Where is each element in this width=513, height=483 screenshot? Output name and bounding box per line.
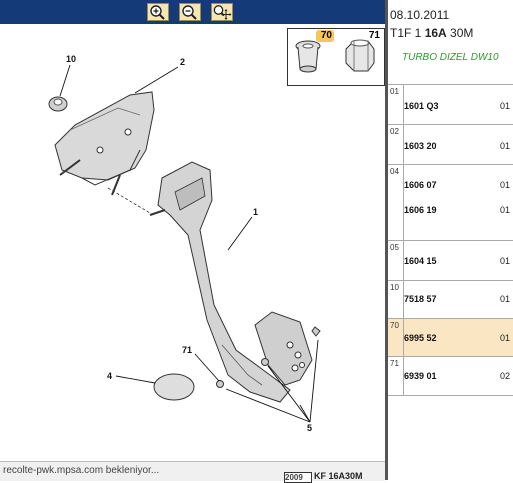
parts-row-02[interactable]: 02 1603 20 01 xyxy=(388,124,513,164)
pedal-lever xyxy=(149,161,291,403)
zoom-out-button[interactable] xyxy=(179,3,201,21)
parts-row-70[interactable]: 70 6995 52 01 xyxy=(388,318,513,356)
vehicle-code-prefix: T1F 1 xyxy=(390,26,425,40)
ref-number: 04 xyxy=(390,167,399,176)
vehicle-code: T1F 1 16A 30M xyxy=(390,26,473,40)
ref-number: 05 xyxy=(390,243,399,252)
part-qty: 01 xyxy=(500,333,511,343)
engine-label: TURBO DIZEL DW10 xyxy=(402,52,499,63)
thumbnail-number: 70 xyxy=(320,30,332,41)
part-qty: 01 xyxy=(500,205,511,215)
zoom-in-icon xyxy=(150,5,165,20)
bump-stop xyxy=(48,96,68,112)
part-qty: 01 xyxy=(500,180,511,190)
status-ref-right: KF 16A30M xyxy=(314,471,363,481)
part-number: 1604 15 xyxy=(404,256,437,266)
parts-list-panel: 08.10.2011 T1F 1 16A 30M TURBO DIZEL DW1… xyxy=(388,0,513,480)
part-qty: 01 xyxy=(500,256,511,266)
callout-4: 4 xyxy=(107,371,112,381)
part-number: 1603 20 xyxy=(404,141,437,151)
vehicle-code-suffix: 30M xyxy=(446,26,474,40)
thumbnail-number: 71 xyxy=(368,30,380,41)
part-qty: 01 xyxy=(500,141,511,151)
callout-5: 5 xyxy=(307,423,312,433)
ref-number: 70 xyxy=(390,321,399,330)
ref-number: 01 xyxy=(390,87,399,96)
thumbnail-70[interactable]: 70 xyxy=(288,29,336,85)
fastener-nuts xyxy=(216,326,321,388)
status-text: recolte-pwk.mpsa.com bekleniyor... xyxy=(3,465,160,476)
zoom-move-icon xyxy=(213,5,232,20)
pedal-pad-cover xyxy=(153,373,195,401)
callout-2: 2 xyxy=(180,57,185,67)
diagram-toolbar xyxy=(0,0,385,24)
part-number: 7518 57 xyxy=(404,294,437,304)
callout-71: 71 xyxy=(182,345,192,355)
part-number: 6939 01 xyxy=(404,371,437,381)
parts-row-10[interactable]: 10 7518 57 01 xyxy=(388,280,513,318)
rivet-nut-icon xyxy=(295,30,334,73)
fastener-thumbnails: 70 71 xyxy=(287,28,385,86)
catalog-date: 08.10.2011 xyxy=(390,8,450,22)
parts-row-04[interactable]: 04 1606 07 01 1606 19 01 xyxy=(388,164,513,240)
status-ref-left: 2009 xyxy=(284,472,312,483)
status-bar: recolte-pwk.mpsa.com bekleniyor... 2009 … xyxy=(0,461,385,483)
part-qty: 01 xyxy=(500,101,511,111)
callout-1: 1 xyxy=(253,207,258,217)
callout-leaders xyxy=(59,64,319,423)
part-number: 1601 Q3 xyxy=(404,101,439,111)
part-qty: 01 xyxy=(500,294,511,304)
parts-row-71[interactable]: 71 6939 01 02 xyxy=(388,356,513,396)
zoom-in-button[interactable] xyxy=(147,3,169,21)
zoom-out-icon xyxy=(182,5,197,20)
parts-row-05[interactable]: 05 1604 15 01 xyxy=(388,240,513,280)
ref-number: 02 xyxy=(390,127,399,136)
engine-row: TURBO DIZEL DW10 xyxy=(388,44,513,84)
part-number: 6995 52 xyxy=(404,333,437,343)
part-number: 1606 19 xyxy=(404,205,437,215)
pedal-pad xyxy=(254,311,313,386)
hex-nut-icon xyxy=(345,39,375,72)
vehicle-code-bold: 16A xyxy=(424,26,447,40)
pedal-bracket xyxy=(54,91,155,214)
thumbnail-71[interactable]: 71 xyxy=(336,29,384,85)
zoom-move-button[interactable] xyxy=(211,3,233,21)
callout-10: 10 xyxy=(66,54,76,64)
callout-labels: 10 2 1 71 4 5 xyxy=(66,54,312,433)
ref-number: 10 xyxy=(390,283,399,292)
panel-divider[interactable] xyxy=(385,0,388,480)
ref-number: 71 xyxy=(390,359,399,368)
part-qty: 02 xyxy=(500,371,511,381)
part-number: 1606 07 xyxy=(404,180,437,190)
diagram-panel: 10 2 1 71 4 5 70 71 xyxy=(0,0,385,483)
pedal-exploded-diagram: 10 2 1 71 4 5 xyxy=(48,54,321,433)
parts-row-01[interactable]: 01 1601 Q3 01 xyxy=(388,84,513,124)
